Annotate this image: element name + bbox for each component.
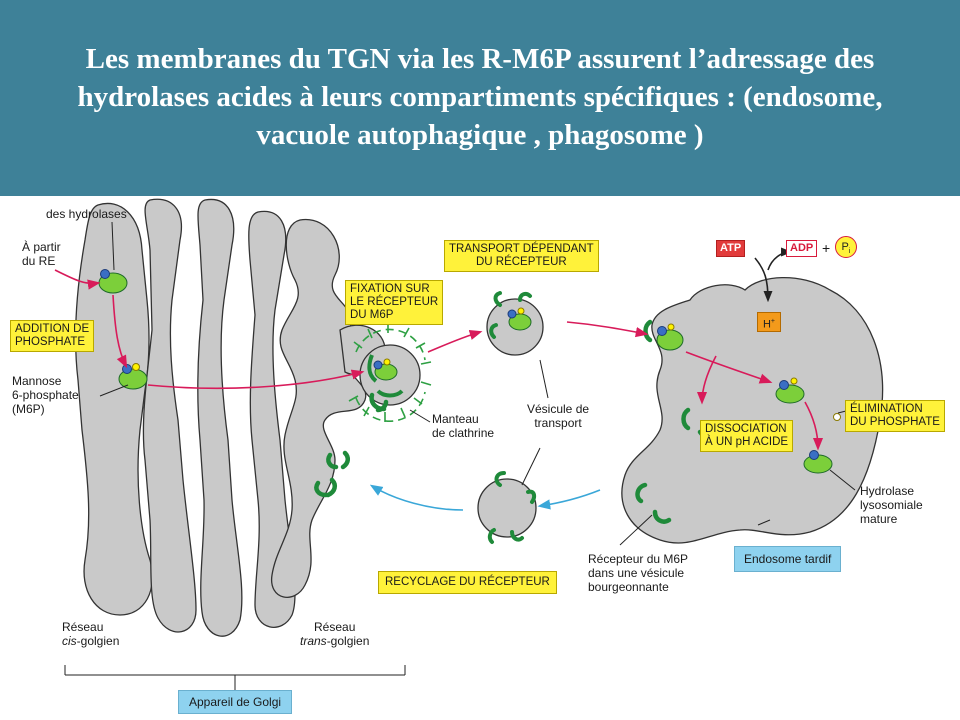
mature-hydrolase-label: Hydrolase lysosomiale mature <box>860 484 923 526</box>
pi-text: P <box>841 241 849 253</box>
cis-cisterna <box>74 202 154 616</box>
trans-italic: trans <box>300 634 327 648</box>
budding-receptor-line-1: Récepteur du M6P <box>588 552 689 566</box>
hydrolase-line-3: mature <box>860 512 898 526</box>
arrow-to-receptor-bud <box>696 355 717 405</box>
arrow-to-mature <box>804 401 824 451</box>
plus-sign: + <box>822 240 831 256</box>
clathrin-coated-bud <box>348 323 432 422</box>
arrow-bud-to-vesicle <box>427 330 483 353</box>
flow-arrows <box>54 247 824 511</box>
arrow-vesicle-to-endosome <box>566 321 649 338</box>
late-endosome <box>621 276 884 544</box>
dissociation-label: DISSOCIATION À UN pH ACIDE <box>700 420 794 452</box>
proton-superscript: + <box>770 318 776 325</box>
phosphate-elimination-label: ÉLIMINATION DU PHOSPHATE <box>845 400 945 432</box>
adp-text: ADP <box>790 242 814 254</box>
vesicle-line-2: transport <box>534 416 582 430</box>
hydrolases-label: des hydrolases <box>46 207 127 221</box>
atp-label: ATP <box>716 240 746 257</box>
budding-receptor-line-2: dans une vésicule <box>588 566 685 580</box>
slide-title: Les membranes du TGN via les R-M6P assur… <box>77 43 883 151</box>
clathrin-line-1: Manteau <box>432 412 479 426</box>
phosphate-addition-line-1: ADDITION DE <box>15 323 90 335</box>
golgi-stack <box>74 198 386 637</box>
golgi-sorting-diagram <box>54 198 884 690</box>
enzyme-er <box>98 269 128 294</box>
arrow-recycling-to-tgn <box>369 484 464 511</box>
m6p-line-3: (M6P) <box>12 402 45 416</box>
tgn-receptors <box>314 392 389 498</box>
clathrin-coat-label: Manteau de clathrine <box>432 412 494 440</box>
proton-text: H <box>762 318 771 331</box>
cis-line-1: Réseau <box>62 620 104 634</box>
receptor-binding-line-2: LE RÉCEPTEUR <box>350 296 439 308</box>
receptor-recycling-label: RECYCLAGE DU RÉCEPTEUR <box>378 571 557 594</box>
leader-lines <box>64 221 856 690</box>
budding-receptor-label: Récepteur du M6P dans une vésicule bourg… <box>588 552 688 594</box>
trans-golgi-network-label: Réseau trans-golgien <box>300 620 369 648</box>
receptor-transport-label: TRANSPORT DÉPENDANT DU RÉCEPTEUR <box>444 240 599 272</box>
arrow-to-tgn <box>147 369 365 390</box>
arrow-recycling <box>537 489 601 510</box>
proton-label: H+ <box>757 312 781 332</box>
cisterna-3 <box>197 198 243 637</box>
elimination-line-2: DU PHOSPHATE <box>850 416 940 428</box>
receptor-transport-line-2: DU RÉCEPTEUR <box>475 256 567 268</box>
dissociation-line-2: À UN pH ACIDE <box>705 436 789 448</box>
from-er-line-2: du RE <box>22 254 56 268</box>
receptor-transport-line-1: TRANSPORT DÉPENDANT <box>449 243 594 255</box>
cis-suffix: -golgien <box>76 634 120 648</box>
title-banner: Les membranes du TGN via les R-M6P assur… <box>0 0 960 196</box>
m6p-label: Mannose 6-phosphate (M6P) <box>12 374 79 416</box>
atp-text: ATP <box>720 242 742 254</box>
cis-line-2: cis-golgien <box>62 634 119 648</box>
hydrolase-line-1: Hydrolase <box>860 484 915 498</box>
arrow-to-dissociation <box>685 351 773 384</box>
arrow-atp <box>754 257 773 303</box>
enzyme-phosphorylated <box>118 363 148 390</box>
hydrolase-line-2: lysosomiale <box>860 498 923 512</box>
cis-italic: cis <box>62 634 77 648</box>
elimination-line-1: ÉLIMINATION <box>850 403 923 415</box>
phosphate-addition-line-2: PHOSPHATE <box>15 336 86 348</box>
budding-receptor-line-3: bourgeonnante <box>588 580 669 594</box>
cisterna-2 <box>142 198 197 633</box>
m6p-line-1: Mannose <box>12 374 62 388</box>
arrow-phosphorylation <box>112 294 128 369</box>
clathrin-line-2: de clathrine <box>432 426 495 440</box>
trans-line-1: Réseau <box>314 620 356 634</box>
recycling-vesicle <box>477 471 537 544</box>
cis-golgi-network-label: Réseau cis-golgien <box>62 620 119 648</box>
golgi-apparatus-label: Appareil de Golgi <box>178 690 293 714</box>
cisterna-4 <box>248 210 296 628</box>
m6p-line-2: 6-phosphate <box>12 388 79 402</box>
late-endosome-label: Endosome tardif <box>734 546 842 572</box>
receptor-binding-line-3: DU M6P <box>350 309 394 321</box>
pi-label: Pi <box>835 236 857 258</box>
phosphate-addition-label: ADDITION DE PHOSPHATE <box>10 320 95 352</box>
trans-line-2: trans-golgien <box>300 634 369 648</box>
from-er-line-1: À partir <box>22 240 61 254</box>
receptor-binding-line-1: FIXATION SUR <box>350 283 430 295</box>
from-er-label: À partir du RE <box>22 240 61 268</box>
dissociation-line-1: DISSOCIATION <box>705 423 787 435</box>
transport-vesicle-label: Vésicule de transport <box>527 402 589 430</box>
arrow-from-er <box>54 269 101 290</box>
trans-suffix: -golgien <box>326 634 370 648</box>
receptor-binding-label: FIXATION SUR LE RÉCEPTEUR DU M6P <box>345 280 444 325</box>
transport-vesicle-top <box>486 291 544 356</box>
trans-network <box>271 219 367 598</box>
pi-subscript: i <box>848 248 851 256</box>
vesicle-line-1: Vésicule de <box>527 402 590 416</box>
adp-label: ADP <box>786 240 818 257</box>
